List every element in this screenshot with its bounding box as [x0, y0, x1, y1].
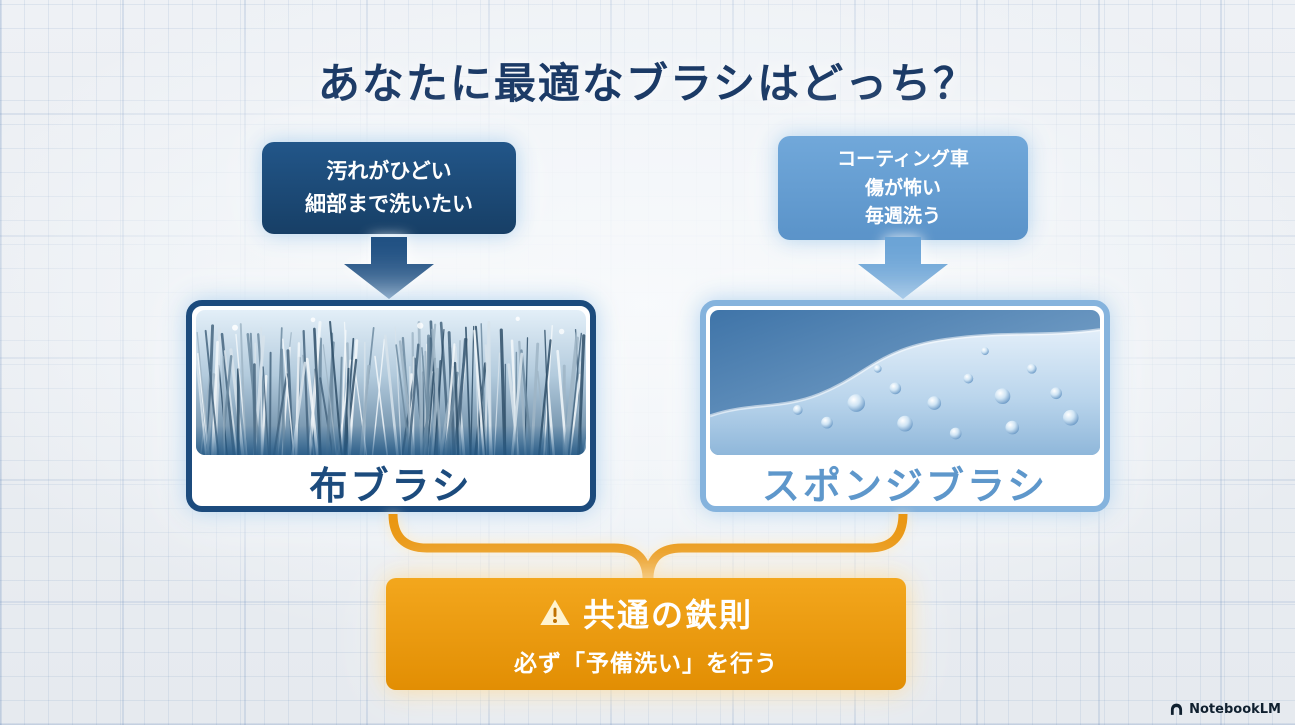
- sponge-brush-label: スポンジブラシ: [761, 464, 1049, 508]
- bracket-connector: [388, 514, 908, 584]
- sponge-brush-photo: [710, 310, 1100, 455]
- left-condition-callout: 汚れがひどい 細部まで洗いたい: [262, 142, 516, 234]
- common-rule-box: 共通の鉄則 必ず「予備洗い」を行う: [386, 578, 906, 690]
- watermark: NotebookLM: [1169, 702, 1281, 717]
- watermark-label: NotebookLM: [1189, 702, 1281, 717]
- down-arrow-icon: [344, 237, 434, 299]
- left-condition-line: 細部まで洗いたい: [305, 192, 473, 216]
- right-condition-callout: コーティング車 傷が怖い 毎週洗う: [778, 136, 1028, 240]
- cloth-brush-photo: [196, 310, 586, 455]
- right-condition-line: 毎週洗う: [864, 205, 941, 228]
- down-arrow-icon: [858, 237, 948, 299]
- left-condition-line: 汚れがひどい: [326, 159, 452, 184]
- sponge-brush-card: スポンジブラシ: [700, 300, 1110, 512]
- page-title: あなたに最適なブラシはどっち？: [317, 59, 978, 108]
- notebooklm-logo-icon: [1171, 703, 1183, 715]
- rule-subtitle: 必ず「予備洗い」を行う: [514, 651, 778, 677]
- warning-icon: [540, 599, 570, 625]
- rule-title: 共通の鉄則: [582, 596, 753, 634]
- right-condition-line: コーティング車: [837, 148, 969, 171]
- cloth-brush-label: 布ブラシ: [309, 464, 473, 508]
- right-condition-line: 傷が怖い: [864, 176, 941, 199]
- cloth-brush-card: 布ブラシ: [186, 300, 596, 512]
